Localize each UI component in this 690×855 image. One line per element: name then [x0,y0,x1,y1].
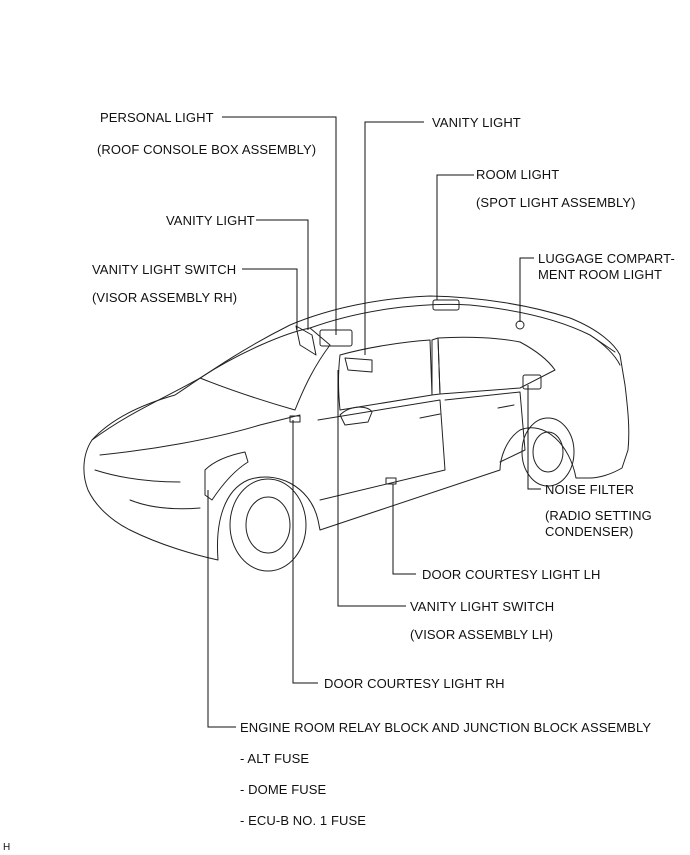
label-luggage-line1: LUGGAGE COMPART- [538,251,675,266]
front-door-window [338,339,433,411]
leader-door-courtesy-lh [392,484,416,575]
label-room-light-sub: (SPOT LIGHT ASSEMBLY) [476,195,636,210]
label-fuse-alt: - ALT FUSE [240,751,310,766]
lower-grille [129,499,201,510]
leader-door-courtesy-rh [292,420,318,684]
label-room-light: ROOM LIGHT [476,167,560,182]
leader-vanity-light-left [256,219,309,330]
label-vanity-switch-rh-sub: (VISOR ASSEMBLY RH) [92,290,238,305]
label-vanity-light-right: VANITY LIGHT [432,115,521,130]
side-mirror [339,406,373,426]
label-luggage-line2: MENT ROOM LIGHT [538,267,663,282]
leader-vanity-light-right [364,121,424,355]
leader-room-light [436,174,474,300]
corner-mark: H [3,842,11,853]
label-fuse-ecu: - ECU-B NO. 1 FUSE [240,813,367,828]
leader-personal-light [222,116,337,335]
label-engine-room: ENGINE ROOM RELAY BLOCK AND JUNCTION BLO… [240,720,652,735]
label-vanity-switch-lh: VANITY LIGHT SWITCH [410,599,555,614]
label-vanity-light-left: VANITY LIGHT [166,213,255,228]
windshield [199,327,331,411]
label-vanity-switch-rh: VANITY LIGHT SWITCH [92,262,237,277]
leader-noise-filter [527,385,541,490]
label-noise-filter: NOISE FILTER [545,482,635,497]
rear-door-window [437,336,556,395]
leader-luggage [519,257,534,322]
luggage-light [515,320,525,330]
door-courtesy-rh-part [289,415,301,423]
label-noise-filter-sub1: (RADIO SETTING [545,508,652,523]
rear-wheel [521,417,575,487]
front-door [317,399,446,501]
hood-line [91,377,201,441]
leader-vanity-switch-lh [337,370,406,607]
roof-line [309,303,616,353]
door-courtesy-lh-part [385,477,397,485]
front-wheel [229,478,307,572]
trunk-line [589,334,621,366]
rear-door [444,391,526,463]
visor-lh [344,357,373,373]
label-personal-light: PERSONAL LIGHT [100,110,214,125]
label-noise-filter-sub2: CONDENSER) [545,524,634,539]
car-body-outline [83,295,630,561]
label-fuse-dome: - DOME FUSE [240,782,327,797]
grille [94,469,181,483]
door-handle-rear [497,404,515,409]
rear-wheel-hub [532,431,564,473]
label-vanity-switch-lh-sub: (VISOR ASSEMBLY LH) [410,627,554,642]
front-wheel-hub [245,496,291,554]
label-door-courtesy-rh: DOOR COURTESY LIGHT RH [324,676,505,691]
door-handle-front [419,413,441,419]
headlight [204,451,249,501]
room-light-housing [432,299,460,311]
noise-filter-part [522,374,542,390]
b-pillar [431,337,441,396]
leader-vanity-switch-rh [242,268,298,330]
leader-engine-room [207,490,236,728]
hood-crease [99,414,301,456]
visor-rh [295,325,317,356]
label-personal-light-sub: (ROOF CONSOLE BOX ASSEMBLY) [97,142,317,157]
label-door-courtesy-lh: DOOR COURTESY LIGHT LH [422,567,601,582]
